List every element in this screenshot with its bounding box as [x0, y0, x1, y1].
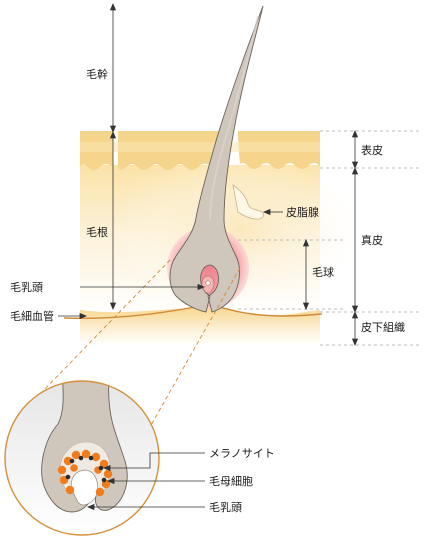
label-hair-root: 毛根 — [86, 225, 108, 239]
guide-lines — [238, 130, 420, 346]
label-hair-shaft: 毛幹 — [86, 67, 108, 81]
label-leaders — [58, 208, 283, 320]
zoom-label-leaders — [86, 452, 205, 511]
epidermis-band — [80, 142, 320, 152]
subcutis-layer — [80, 307, 320, 345]
dermal-papilla-core — [205, 280, 211, 286]
hair — [169, 5, 264, 313]
label-melanocyte: メラノサイト — [209, 447, 275, 460]
label-epidermis: 表皮 — [361, 143, 383, 157]
zoom-dermal-papilla — [70, 469, 98, 506]
label-capillary: 毛細血管 — [10, 309, 54, 323]
label-matrix-cell: 毛母細胞 — [209, 475, 253, 488]
zoom-projection — [41, 259, 241, 428]
right-dimension-lines — [302, 129, 359, 347]
label-dermal-papilla-zoom: 毛乳頭 — [209, 501, 242, 514]
zoom-ring — [4, 380, 160, 536]
label-dermal-papilla: 毛乳頭 — [10, 281, 43, 294]
zoom-inset — [4, 380, 160, 536]
sebaceous-gland — [232, 184, 264, 220]
label-sebaceous-gland: 皮脂腺 — [286, 205, 319, 219]
melanocytes — [65, 455, 107, 483]
hair-highlight — [209, 15, 259, 221]
left-dimension-lines — [109, 2, 117, 311]
label-hair-bulb: 毛球 — [312, 265, 334, 279]
label-subcutis: 皮下組織 — [361, 321, 405, 334]
label-dermis: 真皮 — [361, 233, 383, 247]
